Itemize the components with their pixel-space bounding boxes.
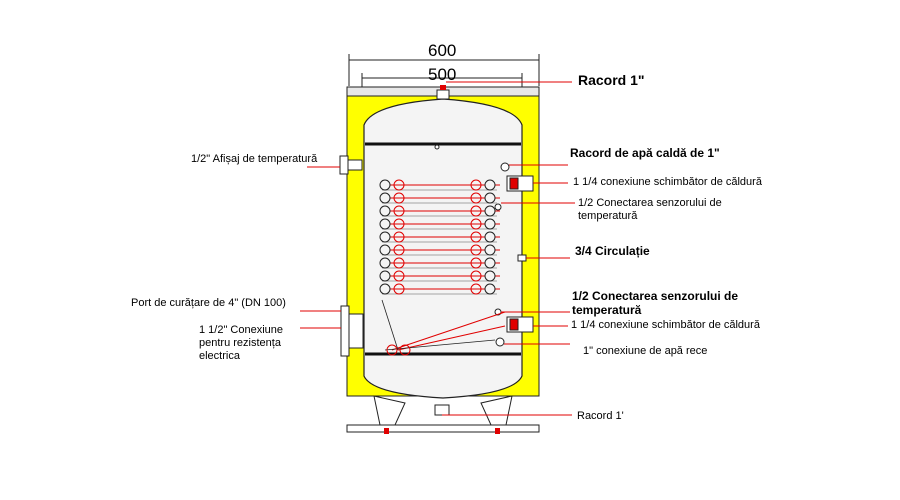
coil-return (381, 299, 399, 351)
label-heater-connection: 1 1/2" Conexiune pentru rezistența elect… (199, 324, 284, 362)
label-cleaning-port: Port de curățare de 4" (DN 100) (131, 297, 286, 309)
coil-loop-left-outer (379, 231, 391, 243)
coil-loop-left-outer (379, 244, 391, 256)
coil-loop-left-outer (379, 283, 391, 295)
bottom-fitting (434, 404, 450, 416)
upper-exchanger-connection (506, 175, 534, 192)
coil-loop-right-inner (470, 205, 482, 217)
coil-loop-right-outer (484, 270, 496, 282)
label-cold-water: 1" conexiune de apă rece (583, 345, 708, 357)
cleaning-port-flange (340, 305, 364, 357)
coil-loop-right-outer (484, 231, 496, 243)
coil-loop-right-outer (484, 283, 496, 295)
tank-body (363, 98, 523, 399)
coil-loop-left-inner (393, 179, 405, 191)
coil-loop-left-outer (379, 257, 391, 269)
lower-exchanger-connection (506, 316, 534, 333)
coil-loop-right-inner (470, 244, 482, 256)
coil-loop-right-inner (470, 270, 482, 282)
coil-bottom-loop (386, 344, 398, 356)
coil-loop-left-inner (393, 218, 405, 230)
coil-loop-right-outer (484, 257, 496, 269)
port-circles (434, 144, 510, 347)
coil-loop-right-inner (470, 283, 482, 295)
tank-bands (365, 142, 521, 356)
outer-width-label: 600 (428, 41, 457, 60)
right-foot-marker (495, 428, 500, 434)
coil-loop-left-outer (379, 270, 391, 282)
coil-loop-left-inner (393, 192, 405, 204)
label-sensor-upper: 1/2 Conectarea senzorului de temperatură (578, 197, 722, 222)
coil-loop-right-inner (470, 218, 482, 230)
coil-loop-left-inner (393, 231, 405, 243)
label-circulation: 3/4 Circulație (575, 244, 650, 258)
coil-loop-right-inner (470, 231, 482, 243)
label-temp-display: 1/2" Afișaj de temperatură (191, 153, 318, 165)
coil-loop-left-inner (393, 257, 405, 269)
circulation-port (517, 254, 527, 262)
inner-width-label: 500 (428, 65, 457, 84)
coil-loop-right-outer (484, 244, 496, 256)
coil-loop-left-outer (379, 192, 391, 204)
coil-loop-left-inner (393, 270, 405, 282)
coil-loop-right-inner (470, 257, 482, 269)
label-sensor-lower: 1/2 Conectarea senzorului de temperatură (572, 289, 739, 317)
coil-loop-left-outer (379, 205, 391, 217)
coil-loop-right-outer (484, 179, 496, 191)
coil-loop-left-outer (379, 218, 391, 230)
coil-loop-right-inner (470, 192, 482, 204)
tank-legs (346, 395, 540, 433)
coil-return (397, 325, 506, 351)
top-fitting (436, 85, 450, 100)
coil-loop-left-inner (393, 244, 405, 256)
label-racord-top: Racord 1" (578, 72, 645, 88)
coil-loop-right-outer (484, 192, 496, 204)
coil-bottom-loop (399, 344, 411, 356)
label-hot-water: Racord de apă caldă de 1" (570, 146, 720, 160)
coil-loop-left-inner (393, 283, 405, 295)
coil-loop-left-inner (393, 205, 405, 217)
temperature-display-fitting (339, 155, 363, 175)
label-racord-bottom: Racord 1' (577, 410, 624, 422)
coil-return (391, 311, 506, 351)
coil-loop-left-outer (379, 179, 391, 191)
coil-loop-right-inner (470, 179, 482, 191)
leader-lines (300, 81, 575, 416)
label-exchanger-upper: 1 1/4 conexiune schimbător de căldură (573, 176, 762, 188)
heat-exchanger-coil (379, 179, 506, 356)
label-exchanger-lower: 1 1/4 conexiune schimbător de căldură (571, 319, 760, 331)
left-foot-marker (384, 428, 389, 434)
coil-return (384, 339, 496, 351)
coil-loop-right-outer (484, 218, 496, 230)
coil-loop-right-outer (484, 205, 496, 217)
